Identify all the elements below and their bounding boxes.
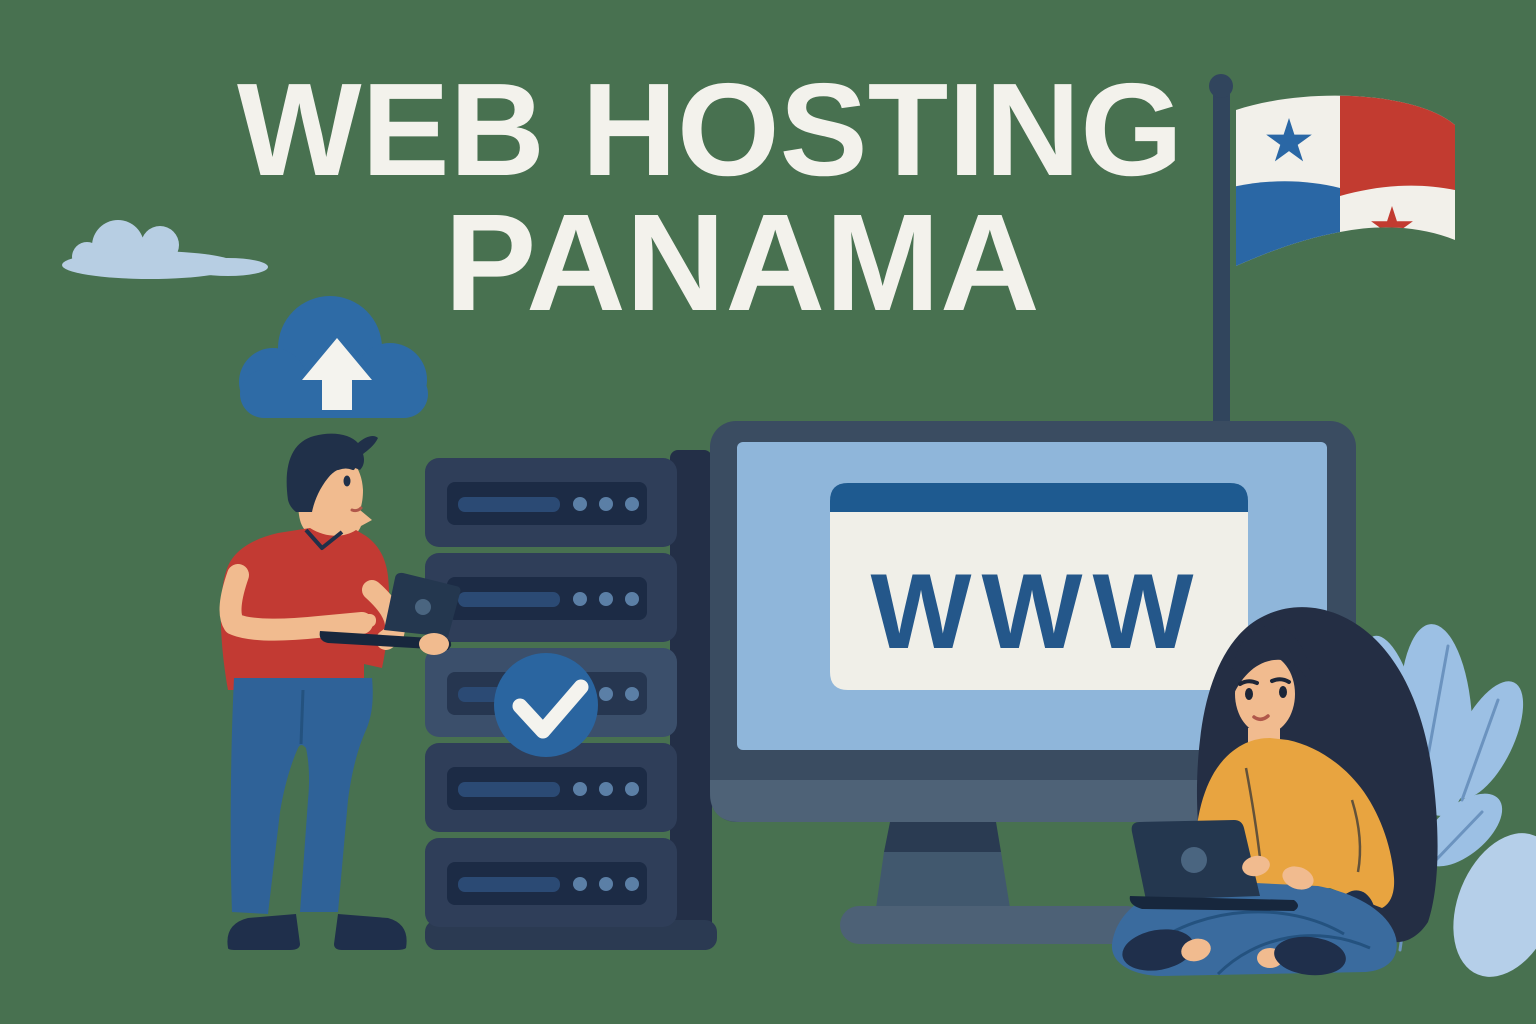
headline: WEB HOSTING PANAMA: [237, 56, 1183, 340]
man-far-hand: [419, 633, 449, 655]
man-hand-fingers: [348, 614, 376, 627]
man-jeans: [230, 678, 373, 914]
man-jeans-crease: [299, 689, 305, 745]
man-hair: [286, 433, 378, 512]
flag-pole-finial: [1209, 74, 1233, 98]
woman-face: [1235, 654, 1295, 734]
woman-jeans-cross-line: [1216, 934, 1371, 976]
rack-side-panel: [670, 450, 712, 950]
browser-body: [830, 512, 1248, 690]
headline-line1: WEB HOSTING: [237, 56, 1183, 203]
man-mouth: [350, 506, 363, 513]
woman-mouth: [1252, 714, 1270, 721]
woman-sleeve-seam: [1244, 767, 1262, 859]
man-left-shoe: [227, 914, 300, 950]
monitor-stand-neck-lower: [876, 852, 1010, 908]
woman-hair-fringe: [1230, 625, 1312, 700]
woman-right-shoe: [1274, 936, 1346, 976]
woman-eyebrow: [1270, 677, 1291, 684]
browser-title-bar: [830, 483, 1248, 512]
monitor-chin: [710, 780, 1356, 822]
man-laptop-logo: [415, 599, 431, 615]
woman-eye: [1279, 686, 1287, 698]
www-label: WWW: [871, 551, 1204, 671]
rack-base: [425, 920, 717, 950]
browser-window: WWW: [830, 483, 1248, 690]
plant-leaf: [1453, 833, 1536, 977]
woman-laptop-base: [1129, 896, 1298, 911]
server-unit: [425, 838, 677, 927]
flag-blue-star: [1266, 118, 1312, 162]
man-right-shoe: [334, 914, 407, 950]
server-unit: [425, 553, 677, 642]
woman-eye: [1245, 688, 1253, 700]
monitor-stand-base: [840, 906, 1146, 944]
plant-leaf: [1448, 681, 1524, 799]
man-with-laptop: [219, 433, 461, 950]
flag-red-star: [1371, 206, 1413, 246]
man-eyebrow: [336, 464, 355, 470]
man-near-arm: [219, 564, 373, 641]
panama-flag-icon: [1209, 74, 1455, 430]
woman-sleeve-seam: [1350, 799, 1362, 873]
woman-laptop-logo: [1181, 847, 1207, 873]
woman-left-shoe: [1122, 929, 1194, 971]
man-shirt: [220, 528, 390, 690]
upload-cloud-icon: [239, 296, 428, 418]
man-eye: [343, 475, 351, 487]
monitor-stand-neck: [884, 822, 1001, 852]
checkmark-badge-icon: [494, 653, 598, 757]
server-unit: [425, 743, 677, 832]
headline-line2: PANAMA: [444, 186, 1039, 340]
desktop-monitor: WWW: [710, 421, 1356, 944]
upload-arrow-icon: [302, 338, 372, 410]
woman-eyebrow: [1238, 679, 1259, 686]
woman-with-laptop: [1111, 607, 1438, 976]
flag-pole: [1213, 80, 1230, 430]
cloud-icon: [62, 220, 268, 279]
server-unit: [425, 458, 677, 547]
woman-left-foot: [1181, 938, 1211, 962]
man-laptop-base: [319, 631, 452, 650]
woman-right-hand: [1282, 866, 1314, 890]
man-collar: [304, 528, 344, 550]
woman-left-hand: [1242, 855, 1270, 877]
